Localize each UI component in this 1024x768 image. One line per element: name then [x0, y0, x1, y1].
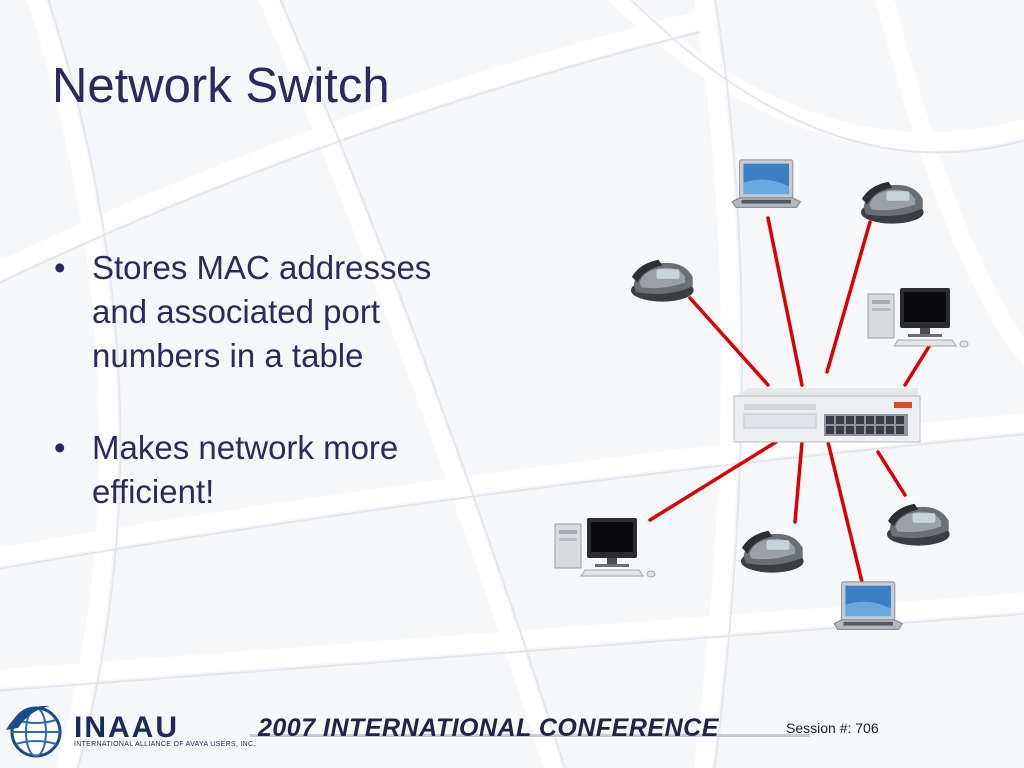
link: [766, 216, 804, 387]
laptop-icon: [833, 581, 903, 630]
link: [826, 440, 864, 584]
bullet-marker: •: [54, 249, 66, 286]
ip-phone-icon: [630, 259, 694, 302]
bullet-list: • Stores MAC addresses and associated po…: [52, 246, 472, 514]
link: [876, 450, 907, 497]
session-number: Session #: 706: [786, 720, 879, 736]
ip-phone-icon: [860, 181, 924, 224]
laptop-icon: [731, 159, 801, 208]
link: [825, 220, 872, 374]
desktop-computer-icon: [867, 287, 969, 348]
link: [793, 440, 804, 524]
ip-phone-icon: [740, 530, 804, 573]
bullet-text: Makes network more efficient!: [92, 429, 399, 510]
conference-banner: 2007 INTERNATIONAL CONFERENCE: [258, 714, 719, 742]
bullet-text: Stores MAC addresses and associated port…: [92, 249, 432, 374]
globe-logo: [6, 705, 62, 758]
link: [903, 343, 932, 387]
bullet-item: • Makes network more efficient!: [52, 426, 472, 514]
slide-title: Network Switch: [52, 59, 390, 113]
logo-subtitle: INTERNATIONAL ALLIANCE OF AVAYA USERS, I…: [74, 741, 256, 748]
bullet-marker: •: [54, 429, 66, 466]
bullet-item: • Stores MAC addresses and associated po…: [52, 246, 472, 378]
ip-phone-icon: [886, 503, 950, 546]
link: [688, 296, 770, 387]
desktop-computer-icon: [554, 517, 656, 578]
links: [648, 216, 932, 584]
logo-wordmark: INAAU: [74, 711, 179, 744]
footer-band: [6, 705, 810, 758]
link: [648, 440, 778, 522]
network-switch: [733, 388, 921, 443]
